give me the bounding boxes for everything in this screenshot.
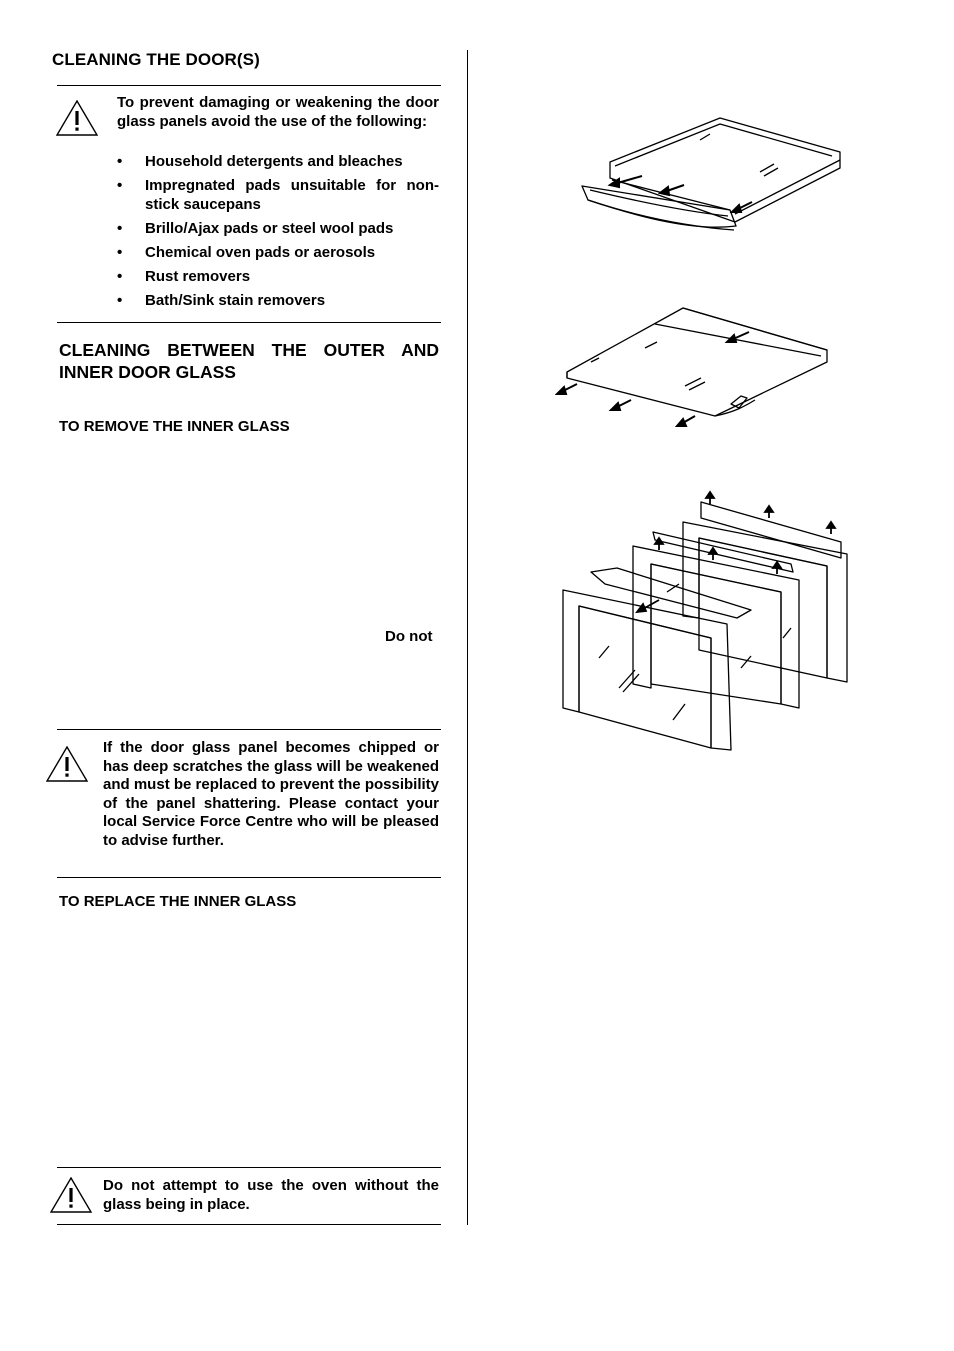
list-item: •Bath/Sink stain removers <box>117 291 326 309</box>
avoid-list: •Household detergents and bleaches •Impr… <box>117 153 439 316</box>
section-heading: CLEANING BETWEEN THE OUTER AND INNER DOO… <box>59 340 439 382</box>
list-item: •Brillo/Ajax pads or steel wool pads <box>117 219 394 237</box>
text-fragment: Do not <box>385 628 433 645</box>
bullet-icon: • <box>117 153 123 170</box>
door-glass-exploded-illustration <box>562 490 848 751</box>
divider <box>57 322 441 323</box>
divider <box>57 85 441 86</box>
list-item: •Rust removers <box>117 267 251 285</box>
page-title: CLEANING THE DOOR(S) <box>52 50 260 69</box>
column-divider <box>467 50 468 1225</box>
warning-triangle-icon <box>46 746 88 782</box>
remove-heading: TO REMOVE THE INNER GLASS <box>59 418 290 435</box>
replace-heading: TO REPLACE THE INNER GLASS <box>59 893 297 910</box>
bullet-icon: • <box>117 219 123 237</box>
list-item: •Chemical oven pads or aerosols <box>117 243 376 261</box>
warning-text: Do not attempt to use the oven without t… <box>103 1177 439 1213</box>
list-item: •Household detergents and bleaches <box>117 153 403 170</box>
warning-triangle-icon <box>56 100 98 136</box>
divider <box>57 729 441 730</box>
warning-text: If the door glass panel becomes chipped … <box>103 739 439 849</box>
warning-triangle-icon <box>50 1177 92 1213</box>
inner-glass-removal-illustration <box>555 307 828 427</box>
bullet-icon: • <box>117 267 123 285</box>
divider <box>57 1167 441 1168</box>
divider <box>57 877 441 878</box>
door-handle-trim-illustration <box>581 117 841 231</box>
warning-intro: To prevent damaging or weakening the doo… <box>117 94 439 130</box>
bullet-icon: • <box>117 177 123 194</box>
bullet-icon: • <box>117 243 123 261</box>
list-item: •Impregnated pads unsuitable for non-sti… <box>117 177 439 213</box>
divider <box>57 1224 441 1225</box>
bullet-icon: • <box>117 291 123 309</box>
